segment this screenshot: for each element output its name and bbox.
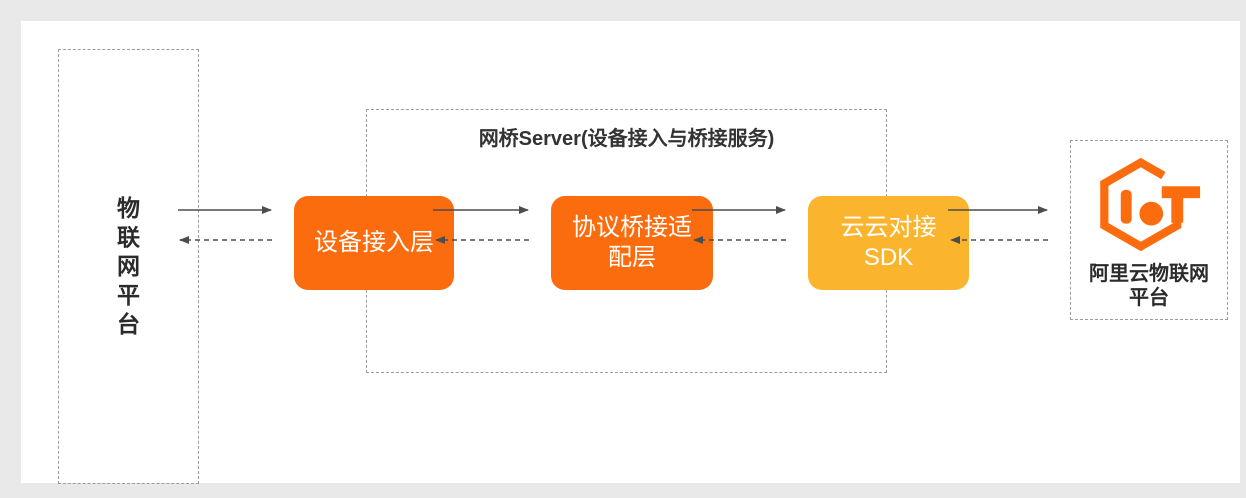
logo-hexagon — [1100, 158, 1182, 251]
iot-platform-box: 物联网平台 — [58, 49, 199, 484]
aliyun-iot-platform-label: 阿里云物联网 平台 — [1089, 263, 1209, 309]
protocol-bridge-adapter-label: 协议桥接适 配层 — [572, 214, 692, 271]
logo-letter-t-stem — [1171, 194, 1184, 223]
aliyun-iot-platform-box: 阿里云物联网 平台 — [1070, 140, 1228, 320]
protocol-bridge-adapter-node: 协议桥接适 配层 — [551, 196, 713, 290]
logo-letter-i — [1120, 189, 1132, 224]
diagram-canvas: 物联网平台 网桥Server(设备接入与桥接服务) 设备接入层 协议桥接适 配层… — [21, 21, 1240, 484]
cloud-cloud-sdk-node: 云云对接 SDK — [808, 196, 969, 290]
aliyun-iot-logo-icon — [1100, 158, 1201, 251]
logo-letter-t-bar — [1161, 186, 1201, 199]
cloud-cloud-sdk-label: 云云对接 SDK — [840, 214, 937, 271]
iot-platform-label: 物联网平台 — [117, 195, 140, 337]
device-access-layer-label: 设备接入层 — [314, 229, 434, 256]
device-access-layer-node: 设备接入层 — [294, 196, 454, 290]
logo-letter-o — [1139, 201, 1164, 226]
bridge-server-title: 网桥Server(设备接入与桥接服务) — [478, 128, 775, 150]
